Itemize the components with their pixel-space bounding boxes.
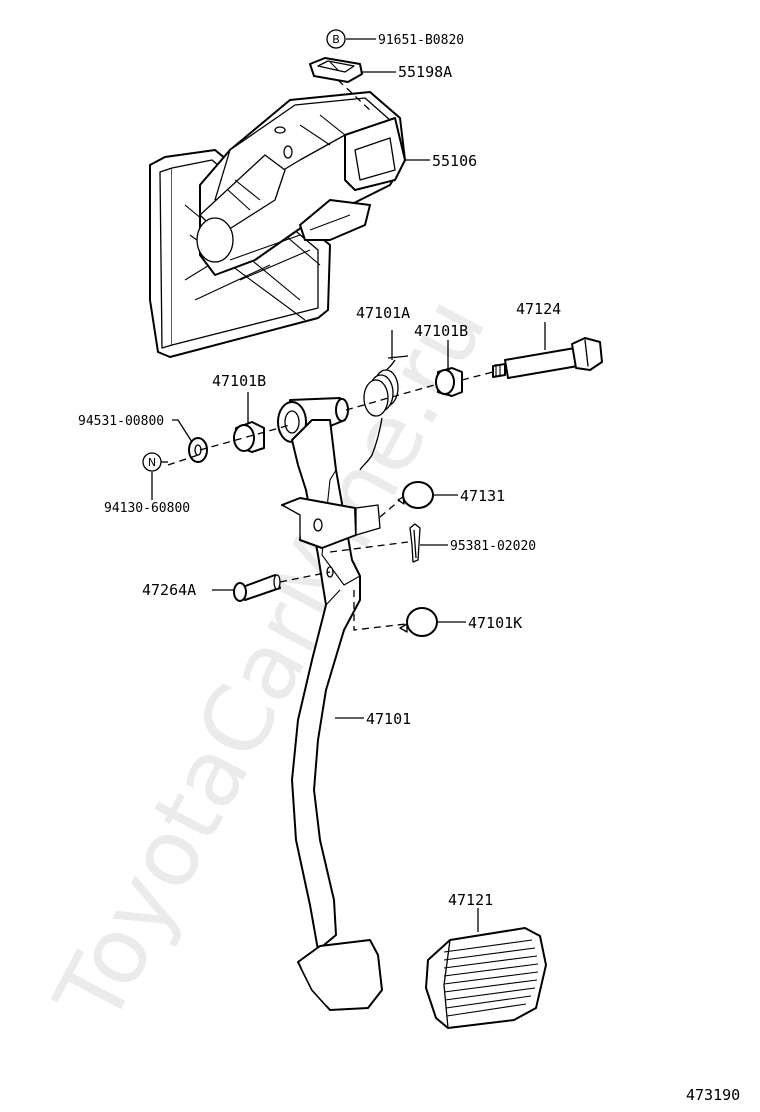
bushing-right[interactable] xyxy=(435,367,463,397)
pedal-bracket[interactable] xyxy=(149,91,406,358)
label-47121[interactable]: 47121 xyxy=(448,891,493,909)
label-55106[interactable]: 55106 xyxy=(432,152,477,170)
label-47101b-left[interactable]: 47101B xyxy=(212,372,266,390)
figure-number: 473190 xyxy=(686,1086,740,1104)
label-47101[interactable]: 47101 xyxy=(366,710,411,728)
return-spring[interactable] xyxy=(359,355,409,471)
label-94130-60800[interactable]: 94130-60800 xyxy=(104,501,190,516)
label-55198a[interactable]: 55198A xyxy=(398,63,452,81)
label-94531-00800[interactable]: 94531-00800 xyxy=(78,414,164,429)
label-47101b-right[interactable]: 47101B xyxy=(414,322,468,340)
assembly-lines xyxy=(167,79,494,631)
pedal-arm[interactable] xyxy=(277,397,383,1011)
clip-55198a[interactable] xyxy=(309,57,363,83)
label-47131[interactable]: 47131 xyxy=(460,487,505,505)
label-47101k[interactable]: 47101K xyxy=(468,614,522,632)
label-95381-02020[interactable]: 95381-02020 xyxy=(450,539,536,554)
part-labels: 91651-B0820 55198A 55106 47101A 47124 47… xyxy=(78,33,740,1104)
circle-marker-b: B xyxy=(326,29,346,49)
label-47124[interactable]: 47124 xyxy=(516,300,561,318)
label-91651-b0820[interactable]: 91651-B0820 xyxy=(378,33,464,48)
circle-marker-b-label: B xyxy=(332,33,340,46)
label-47264a[interactable]: 47264A xyxy=(142,581,196,599)
stopper-47101k[interactable] xyxy=(399,607,438,637)
pedal-pad[interactable] xyxy=(425,927,547,1029)
circle-marker-n-label: N xyxy=(148,456,156,469)
bushing-left[interactable] xyxy=(233,421,265,453)
pivot-bolt[interactable] xyxy=(492,337,603,379)
cotter-pin[interactable] xyxy=(409,523,421,563)
clevis-pin[interactable] xyxy=(233,574,281,602)
label-47101a[interactable]: 47101A xyxy=(356,304,410,322)
watermark: ToyotaCarMine.ru xyxy=(34,280,506,1041)
circle-marker-n: N xyxy=(142,452,162,472)
